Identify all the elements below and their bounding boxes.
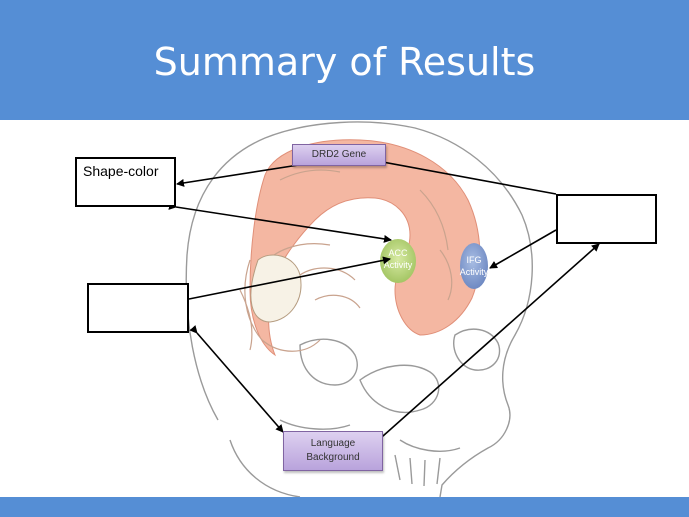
drd2-gene-chip: DRD2 Gene — [292, 144, 386, 166]
arrow-leftbox-acc — [181, 256, 391, 305]
acc-label-line2: Activity — [384, 260, 413, 270]
arrow-drd2-to-shapecolor — [176, 163, 306, 187]
acc-label-line1: ACC — [388, 248, 408, 258]
shape-color-label: Shape-color — [83, 163, 159, 179]
ifg-label-line2: Activity — [460, 267, 489, 277]
arrow-rightbox-ifg — [489, 229, 557, 269]
cortex-region — [249, 139, 481, 357]
empty-left-box — [87, 283, 189, 333]
empty-right-box — [556, 194, 657, 244]
ifg-activity-node — [460, 243, 488, 289]
title-bar — [0, 0, 689, 120]
ifg-label-line1: IFG — [467, 255, 482, 265]
bottom-bar — [0, 497, 689, 517]
arrow-language-rightbox — [375, 243, 600, 444]
language-background-chip: Language Background — [283, 431, 383, 471]
language-label-line1: Language — [310, 438, 356, 449]
arrow-leftbox-language — [189, 325, 284, 433]
arrow-drd2-to-rightbox — [371, 159, 557, 195]
drd2-gene-label: DRD2 Gene — [311, 149, 367, 160]
shape-color-box: Shape-color — [75, 157, 176, 207]
slide-title: Summary of Results — [153, 40, 536, 84]
cerebellum — [250, 254, 302, 323]
language-label-line2: Background — [306, 452, 360, 463]
arrow-shapecolor-acc — [168, 201, 392, 243]
arrows — [168, 159, 600, 444]
